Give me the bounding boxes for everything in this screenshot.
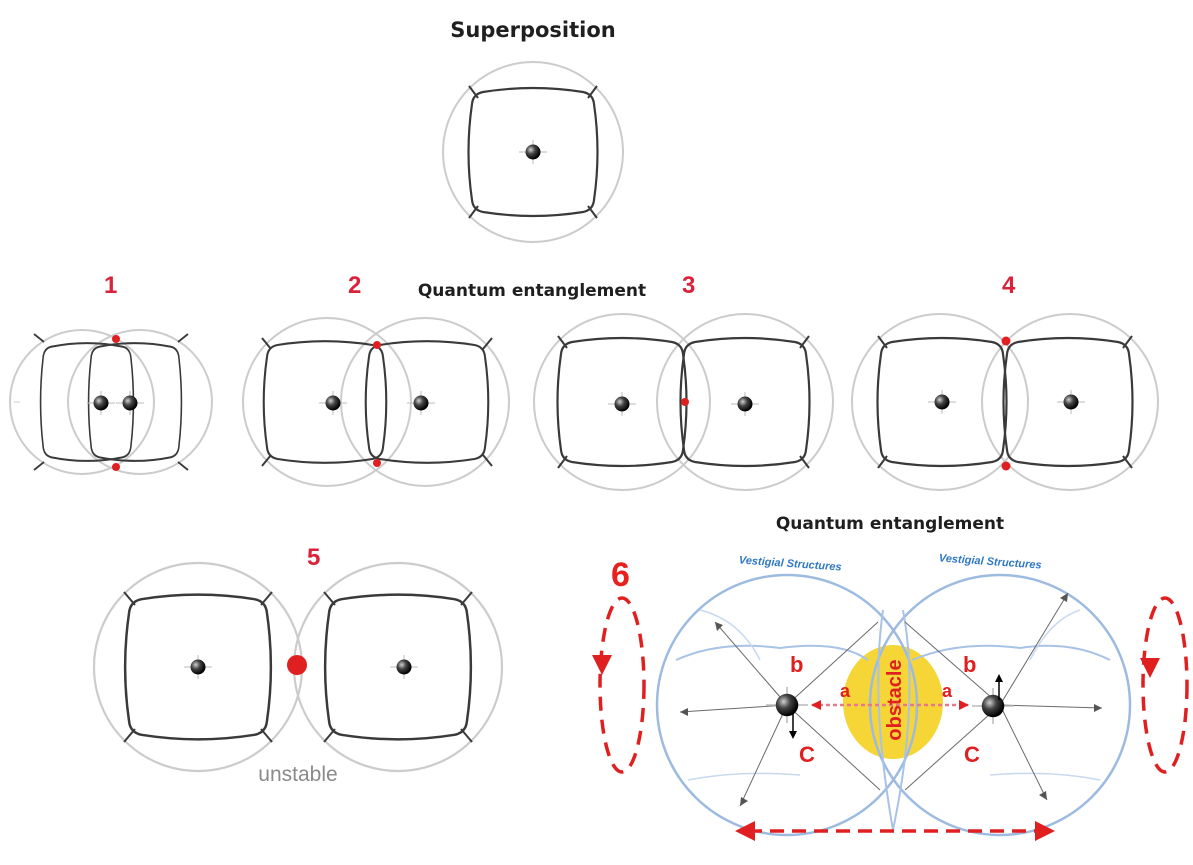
red-marker <box>373 341 381 349</box>
entanglement-title-bottom: Quantum entanglement <box>776 514 1004 534</box>
panel-2 <box>243 318 509 486</box>
unstable-label: unstable <box>258 763 337 786</box>
red-marker <box>681 398 689 406</box>
vestigial-label-left: Vestigial Structures <box>738 554 841 573</box>
red-marker <box>112 463 120 471</box>
panel-number-5: 5 <box>307 544 320 571</box>
superposition-atom <box>443 62 623 242</box>
vestigial-label-right: Vestigial Structures <box>938 552 1041 571</box>
panel-number-4: 4 <box>1002 272 1016 299</box>
panel-number-3: 3 <box>682 272 695 299</box>
entanglement-title-top: Quantum entanglement <box>418 281 646 301</box>
label-c-right: C <box>964 742 980 767</box>
rotation-arrow-left <box>592 598 644 772</box>
label-a-left: a <box>840 681 851 701</box>
red-marker <box>1002 462 1011 471</box>
red-marker <box>112 335 120 343</box>
panel-3 <box>534 314 833 490</box>
label-b-right: b <box>963 652 976 677</box>
label-b-left: b <box>790 652 803 677</box>
panel-4 <box>852 314 1158 490</box>
panel-5: unstable <box>94 563 502 786</box>
red-marker <box>1002 337 1011 346</box>
rotation-arrow-right <box>1140 598 1187 772</box>
panel-number-1: 1 <box>104 272 117 299</box>
red-marker <box>373 459 381 467</box>
panel-number-6: 6 <box>611 556 630 594</box>
label-a-right: a <box>942 681 953 701</box>
red-marker <box>287 655 307 675</box>
panel-1 <box>10 330 212 474</box>
obstacle-label: obstacle <box>884 659 906 740</box>
panel-number-2: 2 <box>348 272 361 299</box>
superposition-title: Superposition <box>450 18 615 42</box>
label-c-left: C <box>799 742 815 767</box>
